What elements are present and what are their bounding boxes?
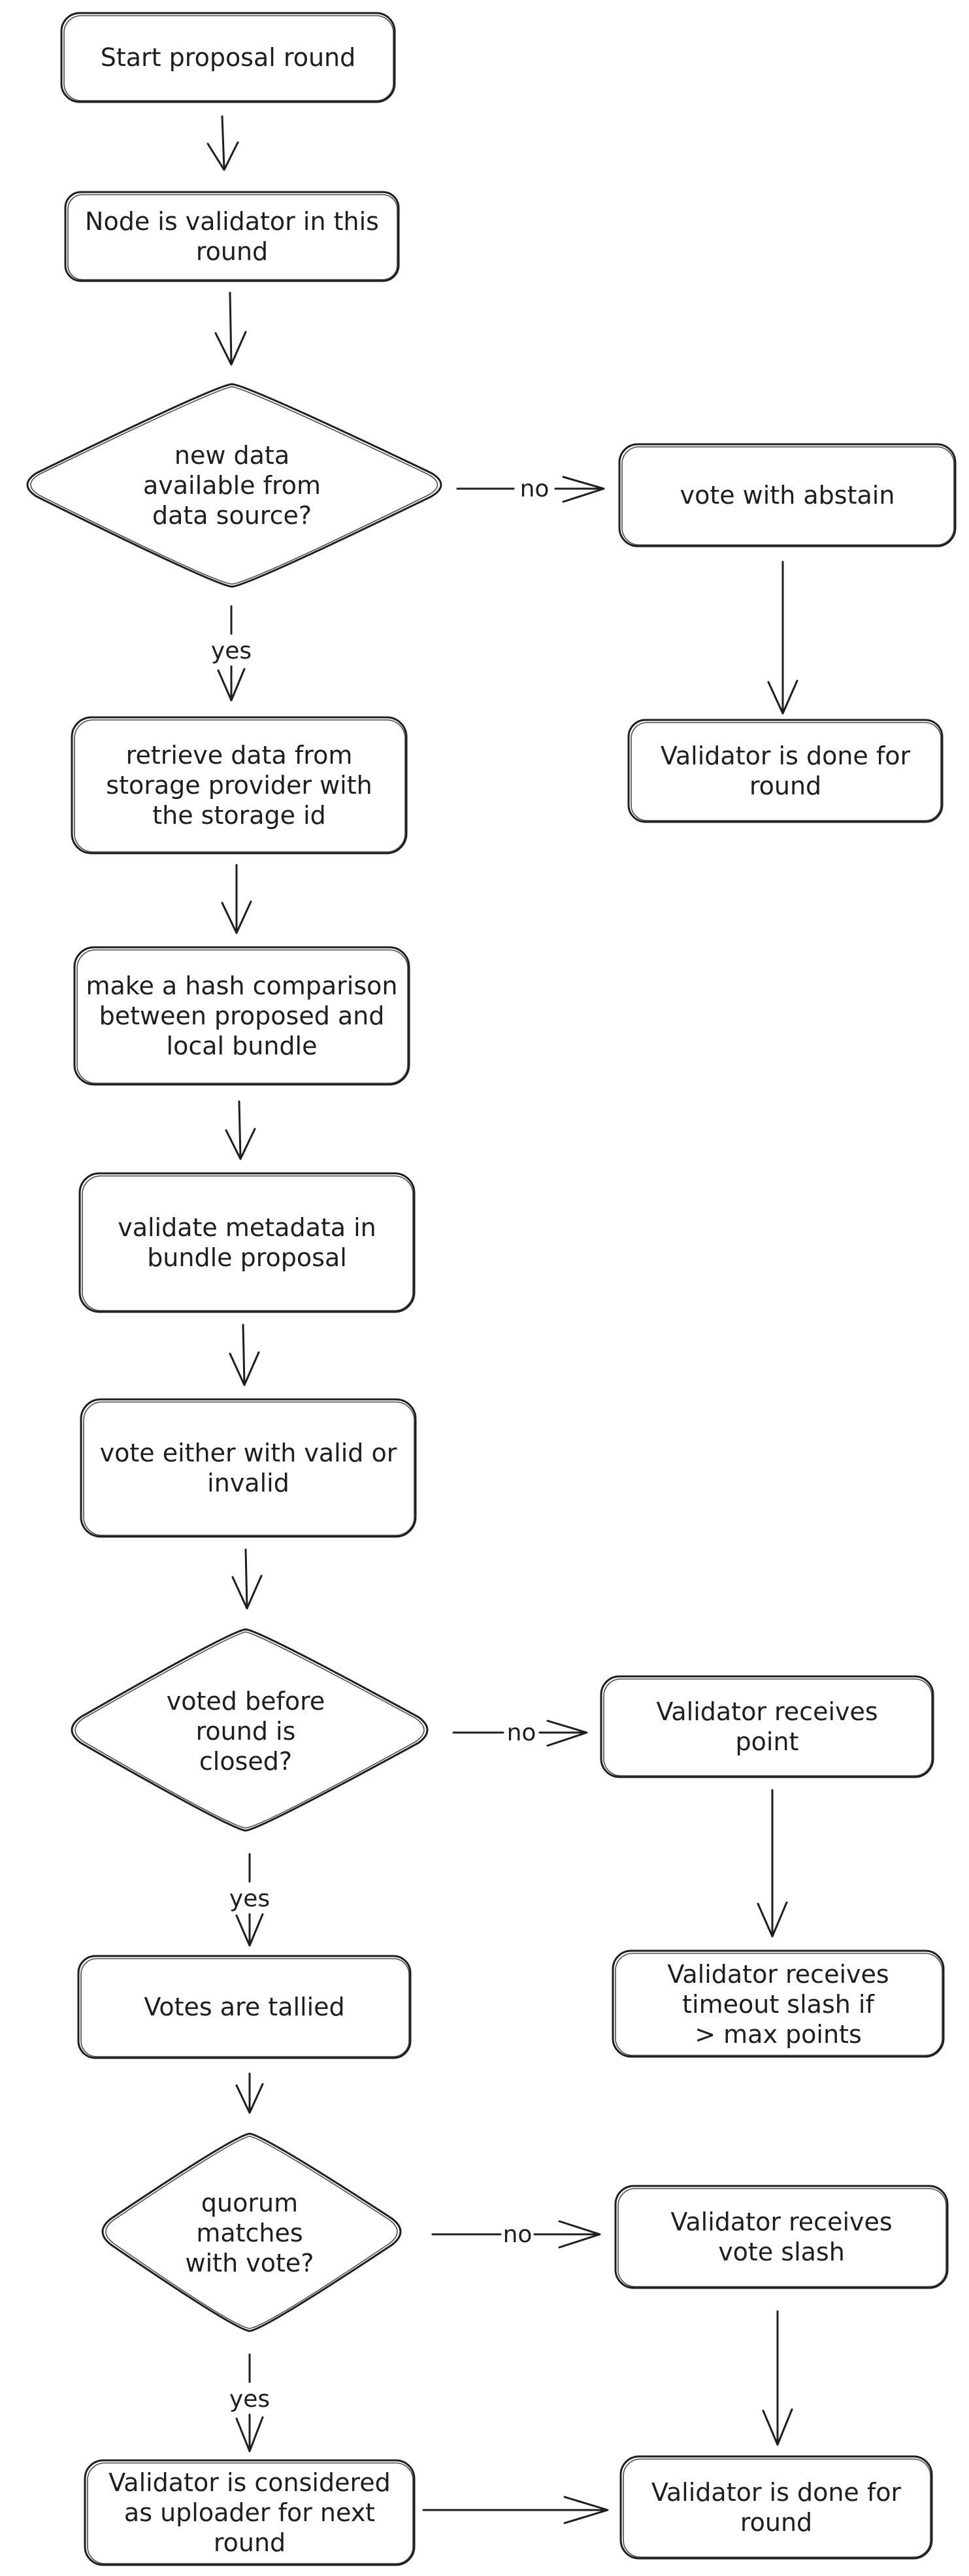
- edge-uploader-to-done-2: [422, 2496, 609, 2524]
- label-line: Node is validator in this: [85, 207, 379, 236]
- edge-tallied-to-quorum: [235, 2072, 264, 2114]
- label-line: matches: [196, 2219, 303, 2247]
- label-line: vote either with valid or: [100, 1439, 397, 1467]
- label-line: quorum: [201, 2189, 298, 2217]
- edge-new-data-to-retrieve: [217, 605, 246, 702]
- node-abstain-label: vote with abstain: [680, 481, 895, 510]
- edge-label-new-data-no: no: [520, 476, 550, 502]
- label-line: round: [749, 772, 821, 800]
- label-line: data source?: [152, 501, 312, 530]
- edge-voted-to-tallied: [235, 1853, 264, 1947]
- edge-point-to-timeout: [757, 1789, 788, 1938]
- label-line: the storage id: [152, 801, 326, 830]
- label-line: local bundle: [167, 1032, 318, 1060]
- edge-validator-to-new-data: [214, 291, 247, 366]
- edge-label-quorum-no: no: [503, 2221, 533, 2248]
- label-line: vote with abstain: [680, 481, 895, 510]
- edge-voted-to-receives-point: [452, 1720, 588, 1747]
- label-line: voted before: [167, 1687, 325, 1716]
- label-line: retrieve data from: [126, 741, 353, 770]
- edge-abstain-to-done-1: [767, 561, 798, 715]
- edge-label-quorum-yes: yes: [229, 2386, 270, 2413]
- label-line: round: [740, 2508, 812, 2537]
- label-line: point: [736, 1727, 799, 1756]
- edge-label-voted-yes: yes: [229, 1885, 270, 1912]
- label-line: vote slash: [718, 2238, 845, 2266]
- label-line: closed?: [199, 1747, 292, 1776]
- label-line: make a hash comparison: [86, 971, 398, 1000]
- edge-labels: no yes no yes no yes: [211, 476, 550, 2413]
- label-line: new data: [174, 441, 289, 470]
- edge-label-voted-no: no: [507, 1720, 536, 1746]
- edge-label-new-data-yes: yes: [211, 638, 252, 664]
- edge-vote-valid-to-voted-before: [231, 1548, 263, 1610]
- label-line: as uploader for next: [124, 2498, 375, 2527]
- node-tallied-label: Votes are tallied: [144, 1993, 344, 2021]
- edge-new-data-to-abstain: [456, 476, 605, 503]
- label-line: Validator receives: [670, 2208, 892, 2236]
- edge-quorum-to-uploader: [235, 2353, 264, 2453]
- label-line: between proposed and: [99, 1002, 385, 1030]
- node-start-label: Start proposal round: [101, 43, 355, 72]
- node-tallied: Votes are tallied: [77, 1955, 412, 2059]
- label-line: storage provider with: [106, 771, 372, 800]
- edge-metadata-to-vote-valid: [229, 1324, 260, 1386]
- label-line: invalid: [207, 1469, 289, 1497]
- label-line: with vote?: [186, 2249, 314, 2277]
- label-line: Validator receives: [656, 1697, 878, 1726]
- label-line: Votes are tallied: [144, 1993, 344, 2021]
- label-line: Start proposal round: [101, 43, 355, 72]
- edge-start-to-validator: [206, 115, 239, 171]
- label-line: > max points: [695, 2020, 862, 2049]
- label-line: Validator receives: [667, 1960, 889, 1989]
- label-line: available from: [143, 471, 321, 500]
- node-abstain: vote with abstain: [618, 443, 957, 547]
- node-start: Start proposal round: [60, 12, 396, 103]
- edge-vote-slash-to-done-2: [762, 2310, 793, 2446]
- label-line: bundle proposal: [147, 1243, 347, 1272]
- label-line: round: [196, 237, 268, 266]
- label-line: timeout slash if: [682, 1990, 875, 2019]
- edge-quorum-to-vote-slash: [431, 2220, 601, 2249]
- label-line: Validator is done for: [661, 742, 911, 770]
- edge-hash-to-metadata: [225, 1100, 256, 1160]
- label-line: Validator is done for: [651, 2478, 902, 2507]
- edge-retrieve-to-hash: [221, 864, 252, 934]
- label-line: Validator is considered: [108, 2468, 391, 2497]
- label-line: round: [214, 2528, 286, 2557]
- label-line: round is: [196, 1717, 296, 1746]
- label-line: validate metadata in: [118, 1213, 376, 1242]
- edges: [206, 115, 798, 2524]
